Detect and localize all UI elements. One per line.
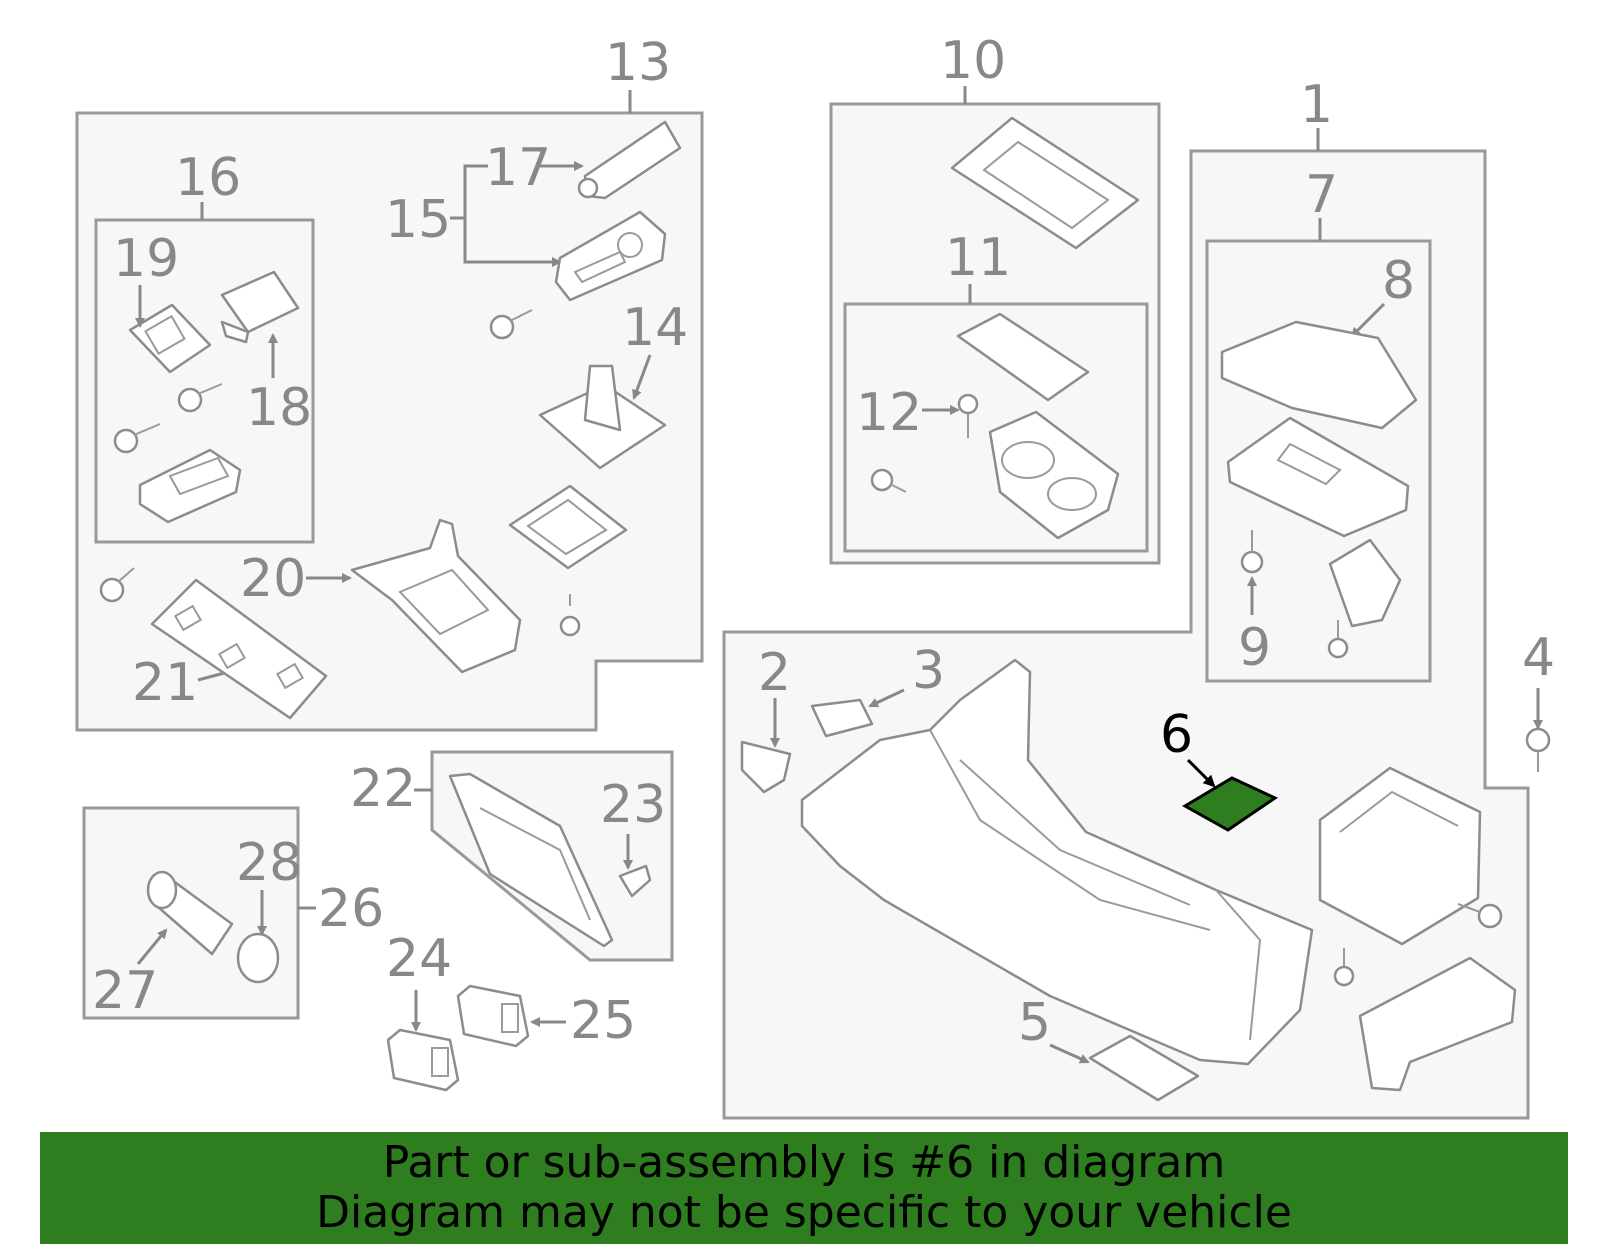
part-20-console-bezel [350, 518, 522, 674]
part-28-cap [236, 932, 280, 984]
screw-icon [1457, 903, 1503, 929]
part-21-switch-plate [150, 578, 328, 720]
part-2-clip [740, 740, 792, 794]
callout-24: 24 [386, 929, 452, 989]
part-27-power-socket [146, 870, 234, 956]
part-25-switch [456, 984, 530, 1048]
callout-17: 17 [485, 138, 551, 198]
part-10-tray [950, 116, 1140, 250]
part-15-panel [554, 210, 667, 302]
callout-18: 18 [246, 378, 312, 438]
part-18-switch [220, 270, 300, 344]
callout-19: 19 [113, 229, 179, 289]
callout-23: 23 [600, 775, 666, 835]
part-9-pin [1240, 530, 1264, 574]
part-console-rear-box [1318, 766, 1482, 946]
callout-3: 3 [912, 641, 945, 701]
screw-icon [559, 594, 581, 637]
callout-10: 10 [940, 31, 1006, 91]
part-11-cupholder [988, 410, 1120, 540]
hdmi-port-unit [138, 448, 242, 524]
part-6-highlighted-mat[interactable] [1181, 776, 1279, 832]
callout-21: 21 [132, 653, 198, 713]
part-22-side-panel [448, 772, 614, 948]
callout-11: 11 [945, 228, 1011, 288]
callout-4: 4 [1522, 628, 1555, 688]
part-armrest-hinge [1226, 416, 1410, 538]
part-11-lid [956, 312, 1090, 402]
screw-icon [489, 309, 533, 340]
part-24-switch [386, 1028, 460, 1092]
callout-8: 8 [1382, 251, 1415, 311]
part-armrest-latch [1328, 538, 1402, 628]
part-cupholder-frame [508, 484, 628, 570]
part-14-shift-boot [538, 364, 667, 470]
part-3-bracket [810, 698, 874, 738]
callout-14: 14 [622, 298, 688, 358]
callout-20: 20 [240, 549, 306, 609]
callout-25: 25 [570, 991, 636, 1051]
screw-icon [177, 383, 223, 413]
part-4-push-clip [1525, 727, 1551, 772]
banner-line-2: Diagram may not be specific to your vehi… [316, 1187, 1292, 1238]
callout-13: 13 [605, 33, 671, 93]
screw-icon [113, 423, 161, 454]
callout-1: 1 [1300, 75, 1333, 135]
part-17-trim [577, 120, 682, 200]
screw-icon [870, 468, 907, 493]
callout-26: 26 [318, 879, 384, 939]
callout-28: 28 [236, 833, 302, 893]
info-banner: Part or sub-assembly is #6 in diagram Di… [40, 1132, 1568, 1244]
part-12-clip [957, 393, 979, 438]
screw-icon [1333, 948, 1355, 987]
part-1-console-body [800, 658, 1314, 1066]
callout-2: 2 [758, 643, 791, 703]
callout-27: 27 [92, 961, 158, 1021]
banner-line-1: Part or sub-assembly is #6 in diagram [382, 1137, 1226, 1188]
callout-7: 7 [1305, 165, 1338, 225]
callout-22: 22 [350, 759, 416, 819]
screw-icon [99, 567, 135, 603]
callout-16: 16 [175, 148, 241, 208]
part-8-armrest-lid [1220, 320, 1418, 430]
screw-icon [1327, 620, 1349, 659]
part-console-rear-bracket [1358, 956, 1517, 1092]
part-19-bezel [128, 303, 212, 374]
callout-15: 15 [385, 190, 451, 250]
part-5-tray [1088, 1034, 1200, 1102]
callout-12: 12 [856, 383, 922, 443]
callout-9: 9 [1238, 618, 1271, 678]
callout-5: 5 [1018, 993, 1051, 1053]
part-23-clip [618, 864, 652, 898]
callout-6: 6 [1160, 705, 1193, 765]
